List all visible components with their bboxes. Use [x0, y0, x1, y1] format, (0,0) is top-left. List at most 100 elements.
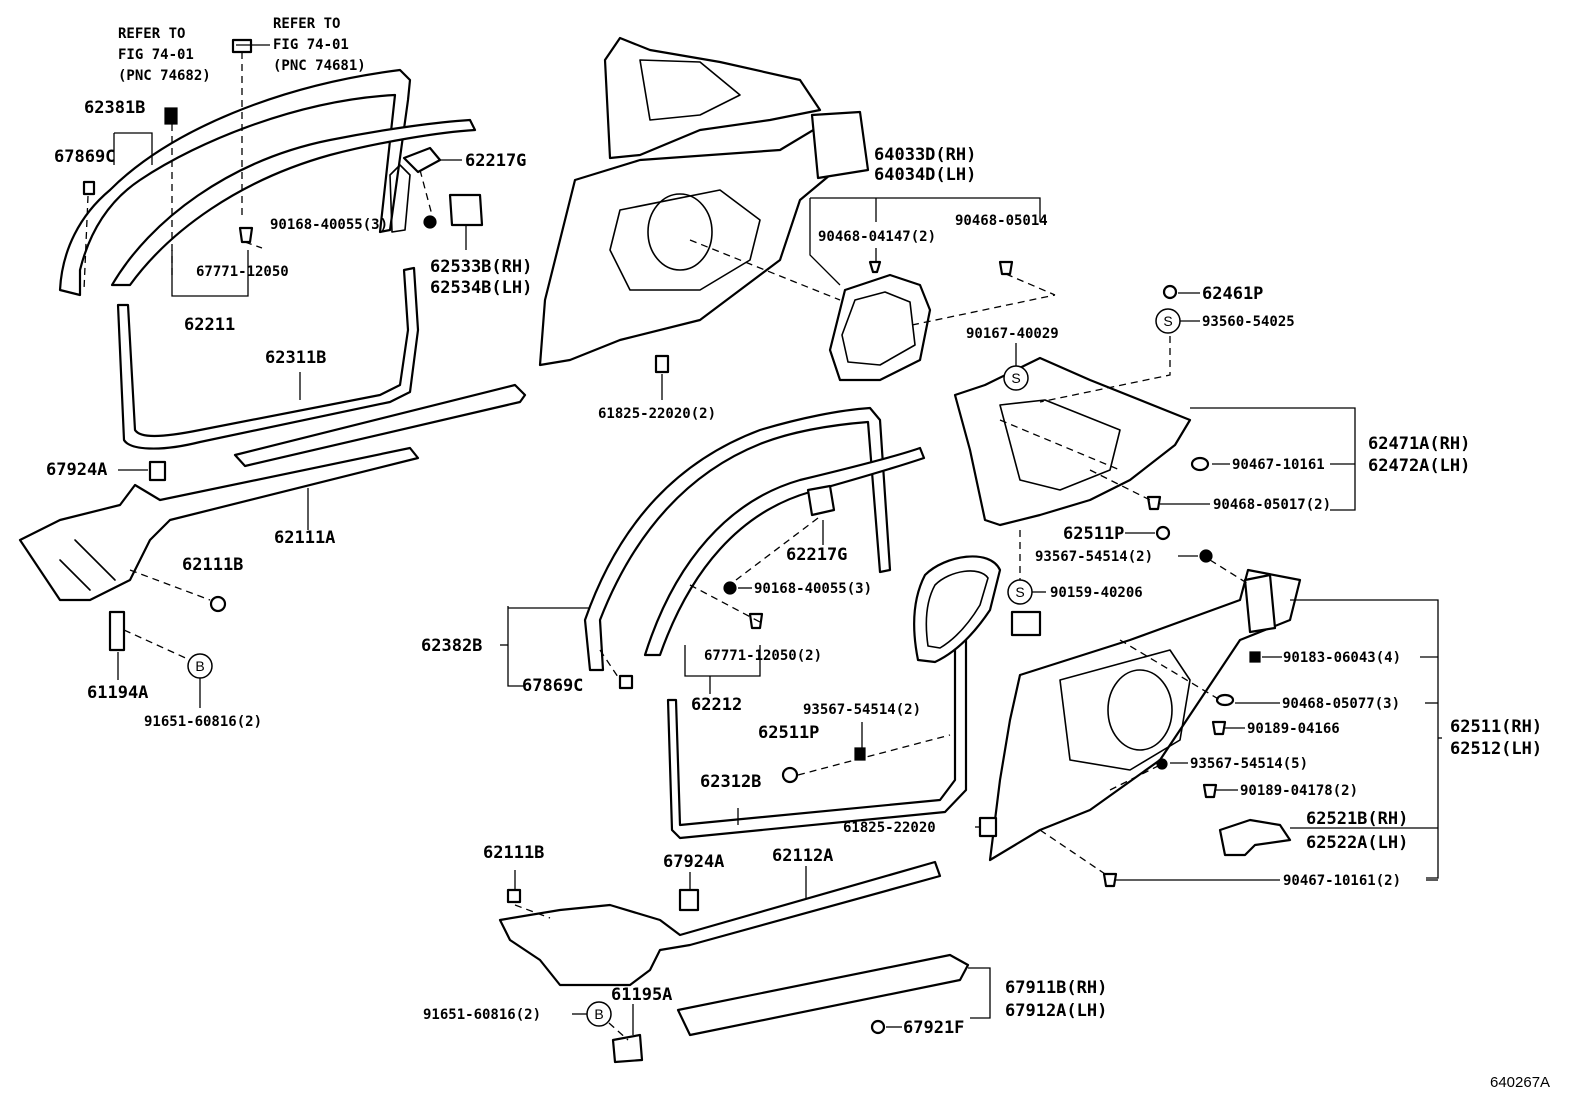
svg-text:FIG 74-01: FIG 74-01	[118, 47, 194, 63]
label-62111A: 62111A	[274, 528, 335, 548]
front-door-opening-weatherstrip	[116, 266, 420, 450]
quarter-speaker-area	[609, 189, 761, 291]
svg-text:S: S	[1015, 584, 1024, 600]
label-62312B: 62312B	[700, 772, 761, 792]
speaker-grille-inner	[841, 291, 916, 366]
svg-text:FIG 74-01: FIG 74-01	[273, 37, 349, 53]
rear-quarter-bracket	[1243, 573, 1277, 634]
label-61825-a: 61825-22020(2)	[598, 406, 716, 422]
bracket-61195A	[611, 1033, 644, 1064]
label-67911B: 67911B(RH)	[1005, 978, 1107, 998]
front-pillar-bracket	[389, 164, 411, 233]
clip-62461P	[1162, 284, 1178, 300]
label-62471A: 62471A(RH)	[1368, 434, 1470, 454]
quarter-speaker-hole	[647, 193, 713, 271]
label-62534B: 62534B(LH)	[430, 278, 532, 298]
svg-text:(PNC 74681): (PNC 74681)	[273, 58, 366, 74]
clip-62511P-b	[781, 766, 799, 784]
clip-90468-04147	[868, 260, 882, 274]
symbol-b-1: B	[187, 653, 213, 679]
clip-ref-74681	[231, 38, 253, 54]
label-62217G-b: 62217G	[786, 545, 847, 565]
symbol-s-2: S	[1155, 308, 1181, 334]
clip-62217G-a	[402, 146, 442, 174]
rear-scuff-plate	[498, 860, 942, 987]
clip-90468-05077	[1215, 693, 1235, 707]
label-67869C-a: 67869C	[54, 147, 115, 167]
quarter-window-seal	[913, 555, 1002, 664]
label-62211: 62211	[184, 315, 235, 335]
clip-67771-b	[748, 612, 764, 630]
label-67912A: 67912A(LH)	[1005, 1001, 1107, 1021]
leader-lines	[113, 44, 1442, 1035]
label-61825-b: 61825-22020	[843, 820, 936, 836]
clip-90183	[1249, 651, 1261, 663]
label-62512: 62512(LH)	[1450, 739, 1542, 759]
rear-quarter-upper-trim	[953, 356, 1192, 527]
label-62382B: 62382B	[421, 636, 482, 656]
screw-93567-c	[1156, 758, 1168, 770]
svg-text:(PNC 74682): (PNC 74682)	[118, 68, 211, 84]
label-90468-05077: 90468-05077(3)	[1282, 696, 1400, 712]
quarter-trim-upper	[603, 36, 822, 160]
label-64033D: 64033D(RH)	[874, 145, 976, 165]
symbol-s-3: S	[1007, 579, 1033, 605]
label-62212: 62212	[691, 695, 742, 715]
label-90467-10161-a: 90467-10161	[1232, 457, 1325, 473]
label-93567-b: 93567-54514(2)	[803, 702, 921, 718]
label-90183-06043: 90183-06043(4)	[1283, 650, 1401, 666]
label-62461P: 62461P	[1202, 284, 1263, 304]
svg-text:REFER TO: REFER TO	[118, 26, 185, 42]
clip-61825-a	[654, 354, 670, 374]
clip-67921F	[870, 1019, 886, 1035]
rear-roof-weatherstrip	[583, 406, 892, 672]
label-90159-40206: 90159-40206	[1050, 585, 1143, 601]
front-sill-rail	[233, 383, 527, 468]
label-67771-b: 67771-12050(2)	[704, 648, 822, 664]
quarter-trim-main	[538, 118, 862, 367]
bracket-61194A	[108, 610, 126, 652]
symbol-s-1: S	[1003, 365, 1029, 391]
label-62511P-b: 62511P	[758, 723, 819, 743]
label-90167-40029: 90167-40029	[966, 326, 1059, 342]
label-67869C-b: 67869C	[522, 676, 583, 696]
label-62217G-a: 62217G	[465, 151, 526, 171]
figure-code: 640267A	[1490, 1074, 1550, 1091]
clip-67924A-b	[678, 888, 700, 912]
rear-quarter-speaker-hole	[1107, 669, 1173, 751]
label-67924A-b: 67924A	[663, 852, 724, 872]
clip-61825-b	[978, 816, 998, 838]
label-67924A-a: 67924A	[46, 460, 107, 480]
label-62533B: 62533B(RH)	[430, 257, 532, 277]
bracket-62533B	[448, 193, 484, 227]
label-67921F: 67921F	[903, 1018, 964, 1038]
label-61195A: 61195A	[611, 985, 672, 1005]
quarter-window-upper	[639, 59, 741, 121]
label-90467-10161-b: 90467-10161(2)	[1283, 873, 1401, 889]
label-93567-c: 93567-54514(5)	[1190, 756, 1308, 772]
svg-text:S: S	[1011, 370, 1020, 386]
label-90468-05014: 90468-05014	[955, 213, 1048, 229]
rear-quarter-speaker-area	[1059, 649, 1191, 771]
label-62511P-a: 62511P	[1063, 524, 1124, 544]
clip-90468-05017	[1146, 495, 1162, 511]
label-62521B: 62521B(RH)	[1306, 809, 1408, 829]
label-62111B-a: 62111B	[182, 555, 243, 575]
label-62381B: 62381B	[84, 98, 145, 118]
label-64034D: 64034D(LH)	[874, 165, 976, 185]
label-91651-b: 91651-60816(2)	[423, 1007, 541, 1023]
clip-90467-a	[1190, 456, 1210, 472]
svg-text:S: S	[1163, 313, 1172, 329]
screw-90168-b	[723, 581, 737, 595]
label-93567-a: 93567-54514(2)	[1035, 549, 1153, 565]
clip-90468-05014	[998, 260, 1014, 276]
clip-67869C-b	[618, 674, 634, 690]
label-62112A: 62112A	[772, 846, 833, 866]
label-62522A: 62522A(LH)	[1306, 833, 1408, 853]
clip-90467-b	[1102, 872, 1118, 888]
screw-90168-a	[423, 215, 437, 229]
clip-62511P-a	[1155, 525, 1171, 541]
label-90168-a: 90168-40055(3)	[270, 217, 388, 233]
rear-quarter-lower-trim	[988, 568, 1302, 862]
